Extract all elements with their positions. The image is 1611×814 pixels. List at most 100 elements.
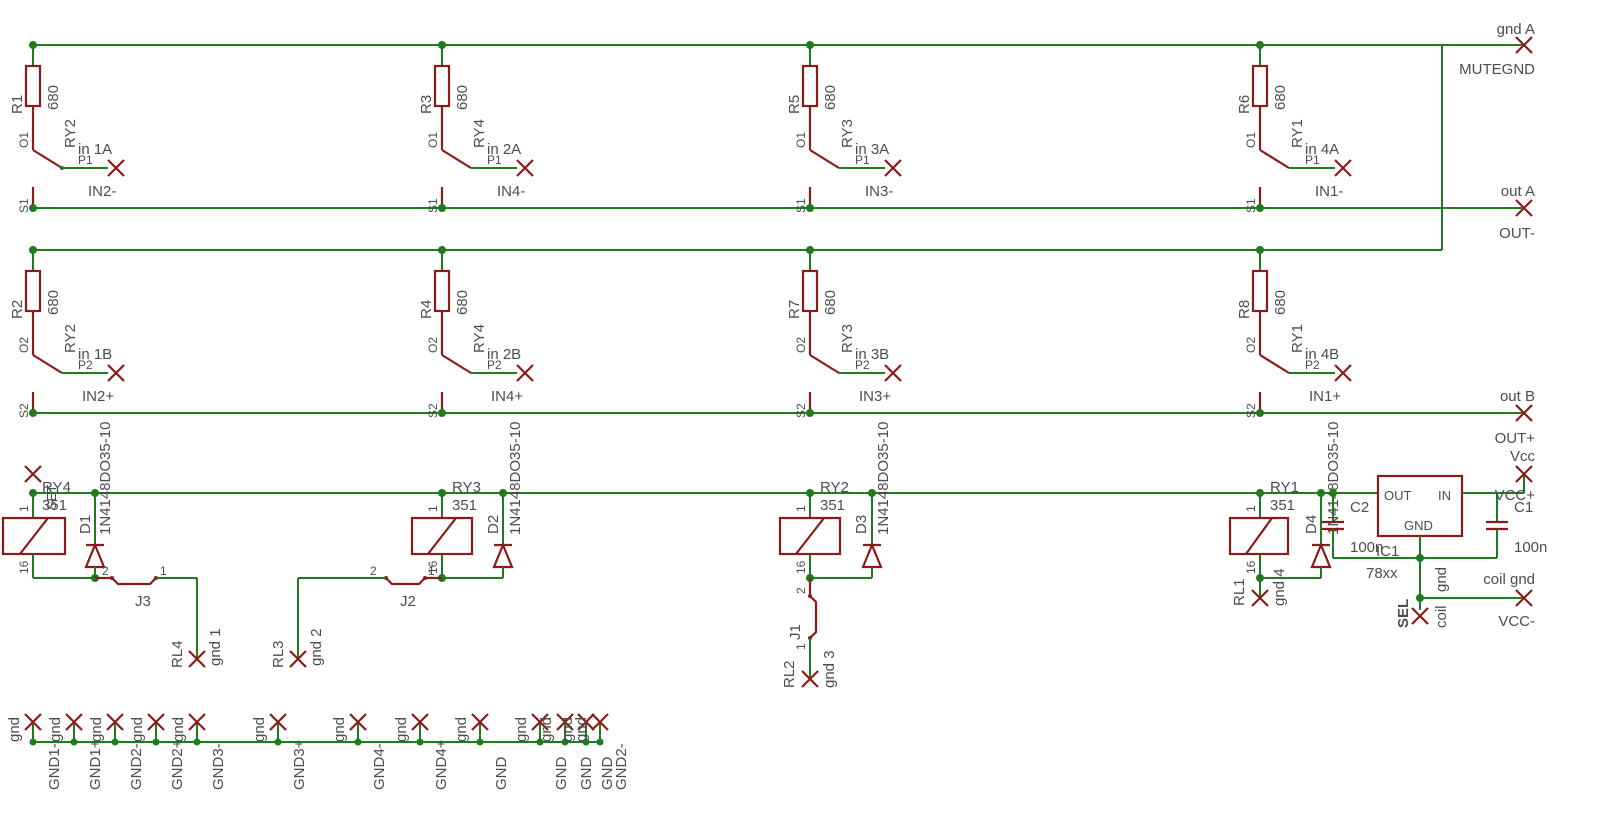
in-a-label: in 2A — [487, 141, 521, 158]
out-a-label: out A — [1501, 183, 1535, 200]
coil-value-label: 351 — [42, 497, 67, 514]
reg-name-label: IC1 — [1376, 543, 1399, 560]
input-connector[interactable] — [107, 159, 125, 177]
diode-part-label: 1N4148DO35-10 — [875, 422, 892, 535]
sel-connector[interactable] — [1411, 607, 1429, 625]
vcc-connector[interactable] — [1515, 465, 1533, 483]
jumper-pin-1-label: 1 — [160, 564, 167, 578]
input-connector[interactable] — [516, 159, 534, 177]
contact-p-label: P2 — [1305, 358, 1320, 372]
rl-label: RL1 — [1231, 578, 1248, 606]
rl-connector[interactable] — [289, 650, 307, 668]
input-connector[interactable] — [1334, 159, 1352, 177]
gnd-connector[interactable] — [106, 713, 124, 731]
rl-connector[interactable] — [1251, 589, 1269, 607]
set-connector[interactable] — [24, 465, 42, 483]
coil-gnd-label: coil gnd — [1483, 571, 1535, 588]
connector-gnd-label: gnd — [453, 717, 470, 742]
reg-gnd-label: GND — [1404, 518, 1433, 533]
c2-label: C2 — [1350, 499, 1369, 516]
resistor-body — [24, 64, 42, 108]
pin-16-label: 16 — [1244, 560, 1258, 574]
switch-arm — [809, 149, 840, 169]
out-b-connector[interactable] — [1515, 404, 1533, 422]
res-value-label: 680 — [45, 290, 62, 315]
c1-label: C1 — [1514, 499, 1533, 516]
res-value-label: 680 — [1272, 85, 1289, 110]
switch-arm — [32, 354, 63, 374]
gnd-connector[interactable] — [577, 713, 595, 731]
in-a-label: in 3A — [855, 141, 889, 158]
junction-dot — [416, 738, 424, 746]
input-connector[interactable] — [107, 364, 125, 382]
res-value-label: 680 — [45, 85, 62, 110]
pin-1-label: 1 — [1244, 505, 1258, 512]
top-res-label: R5 — [786, 95, 803, 114]
gnd-connector[interactable] — [556, 713, 574, 731]
jumper-pin — [423, 576, 427, 580]
gnd-label: gnd 4 — [1271, 568, 1288, 606]
reg-in-label: IN — [1438, 488, 1451, 503]
gnd-connector[interactable] — [411, 713, 429, 731]
gnd-a-connector[interactable] — [1515, 36, 1533, 54]
coil-channel-1: RY4 351 SET 1 16 D1 1N4148DO35-10 2 1 J3… — [1, 422, 224, 668]
in-b-label: in 1B — [78, 346, 112, 363]
contact-o-label: O2 — [1244, 337, 1258, 353]
contact-s-label: S1 — [1244, 198, 1258, 213]
res-value-label: 680 — [822, 85, 839, 110]
gnd-connector[interactable] — [65, 713, 83, 731]
junction-dot — [29, 409, 37, 417]
contact-s-label: S1 — [426, 198, 440, 213]
resistor-body — [433, 64, 451, 108]
contact-p-label: P1 — [487, 153, 502, 167]
coil-diagonal — [19, 517, 49, 555]
junction-dot — [111, 738, 119, 746]
gnd-connector[interactable] — [531, 713, 549, 731]
jumper-symbol — [385, 576, 442, 586]
switch-arm — [1259, 354, 1290, 374]
jumper-label: J1 — [787, 624, 804, 640]
coil-gnd-connector[interactable] — [1515, 589, 1533, 607]
pin-1-label: 1 — [17, 505, 31, 512]
input-connector[interactable] — [1334, 364, 1352, 382]
rl-connector[interactable] — [801, 670, 819, 688]
connector-gnd-label: gnd — [513, 717, 530, 742]
switch-channel-4: R6 680 RY1 O1 P1 S1 in 4A IN1- R8 680 RY… — [1236, 41, 1352, 418]
contact-p-label: P1 — [855, 153, 870, 167]
resistor-body — [801, 269, 819, 313]
switch-arm — [1259, 149, 1290, 169]
input-connector[interactable] — [884, 159, 902, 177]
contact-s-label: S2 — [17, 403, 31, 418]
gnd-connector[interactable] — [471, 713, 489, 731]
connector-net-label: GND3+ — [291, 739, 308, 790]
rl-connector[interactable] — [188, 650, 206, 668]
gnd-connector[interactable] — [591, 713, 609, 731]
gnd-connector[interactable] — [147, 713, 165, 731]
relay-label: RY2 — [62, 324, 79, 353]
diode-symbol — [1310, 542, 1332, 569]
connector-net-label: GND2- — [128, 743, 145, 790]
rails — [33, 44, 1524, 494]
input-connector[interactable] — [884, 364, 902, 382]
gnd-connector[interactable] — [269, 713, 287, 731]
out-a-connector[interactable] — [1515, 199, 1533, 217]
junction-dot — [193, 738, 201, 746]
connector-net-label: GND4+ — [433, 739, 450, 790]
rl-label: RL2 — [781, 660, 798, 688]
jumper-symbol — [808, 578, 818, 639]
relay-label: RY1 — [1289, 324, 1306, 353]
gnd-connector[interactable] — [24, 713, 42, 731]
connector-net-label: GND1- — [46, 743, 63, 790]
gnd-connector[interactable] — [188, 713, 206, 731]
relay-label: RY1 — [1289, 119, 1306, 148]
in-b-label: in 4B — [1305, 346, 1339, 363]
input-connector[interactable] — [516, 364, 534, 382]
gnd-connector[interactable] — [349, 713, 367, 731]
connector-gnd-label: gnd — [573, 717, 590, 742]
connector-net-label: GND — [493, 757, 510, 791]
